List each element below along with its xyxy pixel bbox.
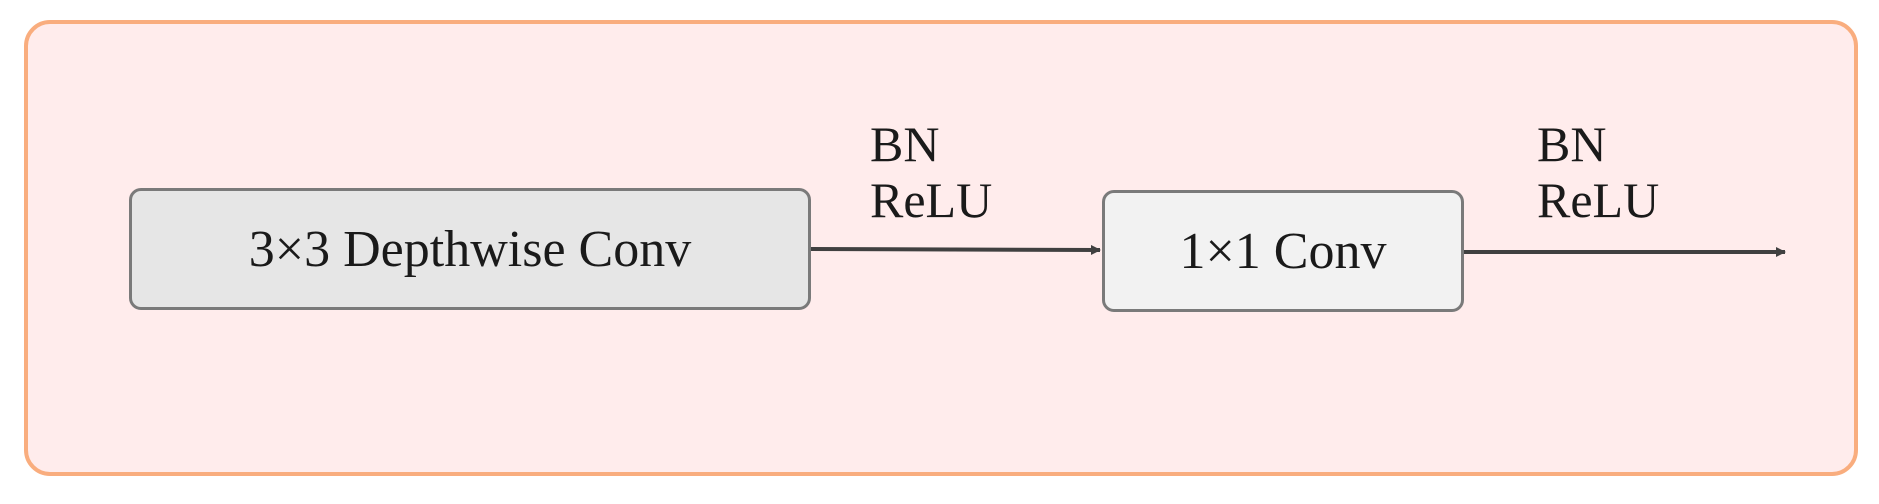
depthwise-conv-block: 3×3 Depthwise Conv [129, 188, 811, 310]
bn-label: BN [870, 116, 940, 172]
edge-label-after-pointwise: BN ReLU [1537, 116, 1659, 228]
depthwise-conv-label: 3×3 Depthwise Conv [248, 220, 692, 278]
bn-label: BN [1537, 116, 1607, 172]
pointwise-conv-block: 1×1 Conv [1102, 190, 1464, 312]
arrow-depthwise-to-pointwise [810, 244, 1101, 255]
edge-label-after-depthwise: BN ReLU [870, 116, 992, 228]
relu-label: ReLU [1537, 172, 1660, 228]
relu-label: ReLU [870, 172, 993, 228]
pointwise-conv-label: 1×1 Conv [1179, 222, 1387, 280]
